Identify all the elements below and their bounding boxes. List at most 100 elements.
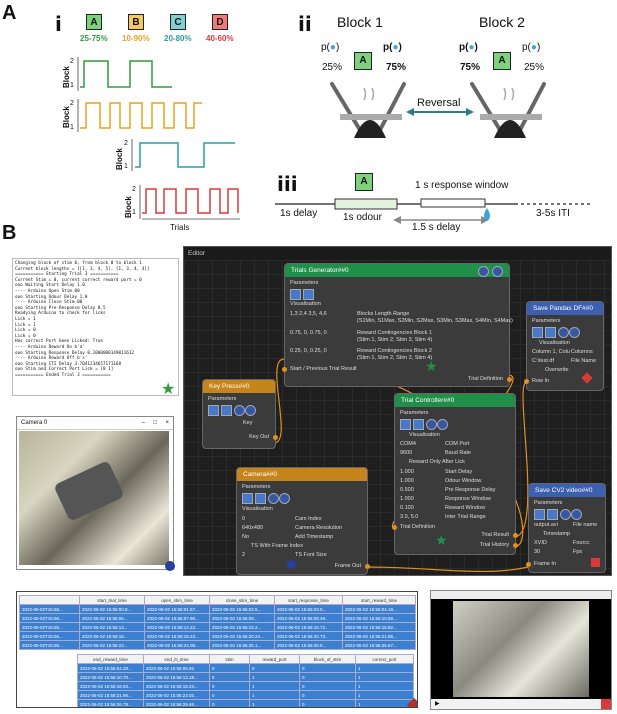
sv-expand-icon[interactable]	[534, 509, 545, 520]
sp-in-port-dot[interactable]	[524, 379, 529, 384]
console-window[interactable]: Changing block of stim 0, from block 0 t…	[12, 258, 179, 396]
tc-result-port-dot[interactable]	[513, 533, 518, 538]
column-header[interactable]: end_iti_time	[143, 654, 210, 664]
editor-window[interactable]: Editor Trials Generator##0 Parameters Vi…	[183, 246, 612, 576]
tg-out-port-dot[interactable]	[507, 377, 512, 382]
cam-res-value[interactable]: 640x480	[242, 525, 264, 531]
table-cell[interactable]: 2022-06-02 15:56:13...	[79, 622, 145, 632]
table-cell[interactable]: 0	[299, 663, 356, 673]
cam-index-value[interactable]: 0	[242, 516, 246, 522]
column-header[interactable]: start_trial_time	[79, 595, 145, 605]
table-cell[interactable]: 2022-06-02T15:56...	[19, 640, 80, 650]
column-header[interactable]: start_response_time	[274, 595, 343, 605]
tc-close-icon[interactable]	[437, 419, 448, 430]
cam-expand-icon[interactable]	[242, 493, 253, 504]
sp-columns-value[interactable]: Column 1, Colu	[532, 349, 570, 355]
tc-settings-icon[interactable]	[426, 419, 437, 430]
sv-fourcc-value[interactable]: XVID	[534, 540, 547, 546]
tc-expand-icon[interactable]	[400, 419, 411, 430]
tc-param-5-value[interactable]: 3.0, 5.0	[400, 514, 419, 520]
sv-save-icon[interactable]	[547, 509, 558, 520]
table-cell[interactable]: 2022-06-02 15:56:21.96...	[77, 690, 144, 700]
sv-file-value[interactable]: output.avi	[534, 522, 558, 528]
table-row[interactable]: 2022-06-02 15:56:16.93...2022-06-02 15:5…	[77, 681, 414, 691]
sp-save-icon[interactable]	[545, 327, 556, 338]
sv-close-icon[interactable]	[571, 509, 582, 520]
tc-baud-value[interactable]: 9600	[400, 450, 413, 456]
tc-save-icon[interactable]	[413, 419, 424, 430]
kp-save-icon[interactable]	[221, 405, 232, 416]
table-cell[interactable]: 2022-06-02 15:56:16.82...	[342, 622, 416, 632]
key-press-node[interactable]: Key Press##0 Parameters Key Key Out	[202, 379, 278, 449]
table-cell[interactable]: 2022-06-02 15:56:29.46...	[143, 699, 210, 707]
tg-rc2-value[interactable]: 0.25, 0, 0.25, 0	[290, 348, 327, 354]
camera-window[interactable]: Camera 0 – □ ×	[16, 416, 175, 571]
table-cell[interactable]: 0	[209, 672, 250, 682]
table-cell[interactable]: 0	[209, 681, 250, 691]
trial-controller-node[interactable]: Trial Controller##0 Parameters Visualisa…	[392, 393, 518, 555]
table-cell[interactable]: 2022-06-02 15:56:13.18...	[143, 672, 210, 682]
table-cell[interactable]: 2022-06-02 15:56:20.24...	[209, 631, 275, 641]
column-header[interactable]: correct_port	[355, 654, 414, 664]
table-cell[interactable]: 2022-06-02T15:56...	[19, 631, 80, 641]
node-settings-icon[interactable]	[478, 266, 489, 277]
tg-visualisation[interactable]: Visualisation	[290, 301, 321, 307]
cam-settings-icon[interactable]	[268, 493, 279, 504]
table-cell[interactable]: 2022-06-02 15:56:23...	[79, 640, 145, 650]
table-cell[interactable]: 2022-06-02 15:56:06.92	[143, 663, 210, 673]
tg-rc1-value[interactable]: 0.75, 0, 0.75, 0	[290, 330, 327, 336]
minimize-icon[interactable]: –	[141, 420, 145, 426]
table-cell[interactable]: 1	[355, 663, 414, 673]
sp-close-icon[interactable]	[569, 327, 580, 338]
cam-out-port-dot[interactable]	[365, 564, 370, 569]
kp-settings-icon[interactable]	[234, 405, 245, 416]
kp-close-icon[interactable]	[245, 405, 256, 416]
table-row[interactable]: 2022-06-02 15:56:26.78...2022-06-02 15:5…	[77, 699, 414, 707]
column-header[interactable]: block_of_stim	[299, 654, 356, 664]
kp-expand-icon[interactable]	[208, 405, 219, 416]
table-cell[interactable]: 1	[355, 672, 414, 682]
tg-save-icon[interactable]	[303, 289, 314, 300]
table-cell[interactable]: 2022-06-02 15:56:26.67...	[342, 640, 416, 650]
table-row[interactable]: 2022-06-02T15:56...2022-06-02 15:56:18..…	[19, 631, 416, 641]
save-video-node[interactable]: Save CV2 video##0 Parameters output.avi …	[526, 483, 606, 573]
table-cell[interactable]: 0	[209, 699, 250, 707]
sv-fps-value[interactable]: 30	[534, 549, 541, 555]
table-cell[interactable]: 2022-06-02 15:56:24.08...	[144, 640, 210, 650]
cam-font-value[interactable]: 2	[242, 552, 246, 558]
table-cell[interactable]: 2022-06-02 15:56:18...	[79, 631, 145, 641]
column-header[interactable]	[19, 595, 80, 605]
column-header[interactable]: end_reward_time	[77, 654, 144, 664]
table-cell[interactable]: 2022-06-02 15:56:21.85...	[342, 631, 416, 641]
table-cell[interactable]: 2022-06-02T15:56...	[19, 622, 80, 632]
table-cell[interactable]: 0	[299, 681, 356, 691]
tc-com-value[interactable]: COM4	[400, 441, 416, 447]
table-cell[interactable]: 2022-06-02 15:56:26.78...	[77, 699, 144, 707]
table-cell[interactable]: 2022-06-02 15:56:04.18...	[342, 604, 416, 614]
table-cell[interactable]: 1	[355, 681, 414, 691]
play-icon[interactable]: ▶	[435, 701, 440, 707]
tc-reward-only[interactable]: Reward Only After Lick	[409, 459, 465, 465]
camera-node[interactable]: Camera##0 Parameters Visualisation 0 Cam…	[236, 467, 370, 575]
column-header[interactable]: start_reward_time	[342, 595, 416, 605]
table-cell[interactable]: 2022-06-02 15:56:04.28...	[77, 663, 144, 673]
table-cell[interactable]: 2022-06-02T15:56...	[19, 604, 80, 614]
video-player-window[interactable]: ▶	[430, 590, 612, 710]
tg-expand-icon[interactable]	[290, 289, 301, 300]
cam-save-icon[interactable]	[255, 493, 266, 504]
table-cell[interactable]: 2022-06-02 15:56:06...	[79, 613, 145, 623]
table-cell[interactable]: 2022-06-02 15:56:10.70...	[77, 672, 144, 682]
table-row[interactable]: 2022-06-02 15:56:21.96...2022-06-02 15:5…	[77, 690, 414, 700]
table-cell[interactable]: 1	[249, 699, 300, 707]
tc-param-1-value[interactable]: 1.000	[400, 478, 414, 484]
table-row[interactable]: 2022-06-02T15:56...2022-06-02 15:56:06..…	[19, 613, 416, 623]
table-cell[interactable]: 0	[299, 690, 356, 700]
table-cell[interactable]: 2022-06-02 15:56:07.98...	[144, 613, 210, 623]
column-header[interactable]: open_stim_time	[144, 595, 210, 605]
sp-visualisation[interactable]: Visualisation	[539, 340, 570, 346]
table-cell[interactable]: 1	[355, 699, 414, 707]
column-header[interactable]: reward_port	[249, 654, 300, 664]
video-controls[interactable]: ▶	[431, 699, 611, 709]
column-header[interactable]: close_stim_time	[209, 595, 275, 605]
tc-history-port-dot[interactable]	[513, 543, 518, 548]
